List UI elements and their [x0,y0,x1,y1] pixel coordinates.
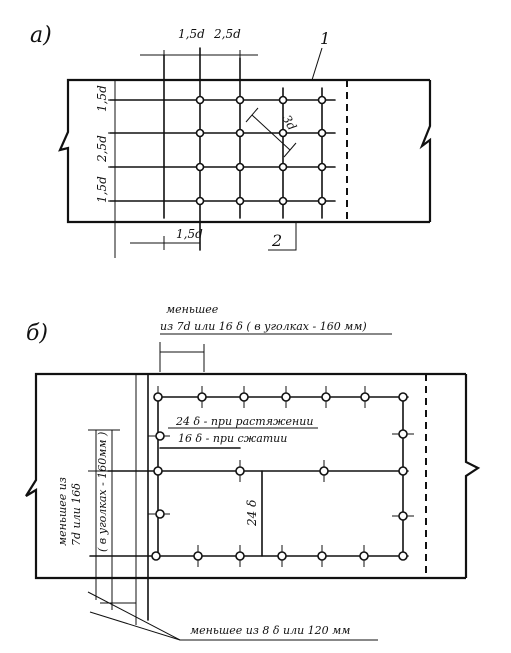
figure-b-left-dimension: меньшее из 7d или 16δ ( в уголках - 160м… [56,429,136,610]
callout-2: 2 [271,231,282,250]
bolt-hole [151,551,161,561]
compression-note: 16 δ - при сжатии [178,432,287,445]
bolt-hole [277,551,287,561]
bottom-leader [89,611,181,641]
tension-note: 24 δ - при растяжении [175,415,313,428]
figure-a-label: а) [30,23,52,48]
bolt-hole [317,551,327,561]
figure-b-bolts [151,392,408,561]
bolt-hole [235,162,245,172]
figure-a-left-plate [58,78,430,224]
callout-1-leader [311,47,323,81]
bolt-hole [239,392,249,402]
left-note-line-1: меньшее из [56,477,69,546]
bolt-hole [155,509,165,519]
bolt-hole [398,429,408,439]
bolt-hole [360,392,370,402]
bolt-hole [319,466,329,476]
callout-2-leader [268,222,297,251]
bolt-hole [193,551,203,561]
dim-left-1-5d-top: 1,5d [95,85,109,112]
bolt-hole [317,95,327,105]
dim-bottom-1-5d: 1,5d [176,227,203,241]
bolt-hole [195,196,205,206]
bolt-hole [278,162,288,172]
bolt-hole [359,551,369,561]
dim-top-2-5d: 2,5d [213,27,241,41]
figure-a-bottom-dimension: 1,5d [130,227,203,250]
bolt-hole [278,128,288,138]
figure-b-bottom-leaders: меньшее из 8 δ или 120 мм [87,591,378,641]
dim-diagonal-3d: 3d [279,113,299,134]
bolt-hole [317,196,327,206]
figure-a-left-dimension: 1,5d 2,5d 1,5d [95,80,122,258]
bolt-hole [398,551,408,561]
dim-left-2-5d: 2,5d [95,135,109,163]
bolt-hole [398,392,408,402]
bolt-hole [153,392,163,402]
figure-b-bolt-ticks [148,386,414,567]
figure-a-callouts: 1 2 [268,29,330,251]
figure-a-diagonal-dimension: 3d [245,107,299,158]
top-note-line-1: меньшее [166,303,219,316]
bottom-note: меньшее из 8 δ или 120 мм [190,624,350,637]
figure-a-top-dimension: 1,5d 2,5d [140,27,258,60]
bolt-hole [281,392,291,402]
figure-a-bolts [195,95,327,206]
bolt-hole [235,128,245,138]
bolt-hole [398,511,408,521]
top-note-line-2: из 7d или 16 δ ( в уголках - 160 мм) [160,320,367,333]
figure-b-label: б) [26,321,48,346]
bolt-hole [195,162,205,172]
bolt-hole [278,95,288,105]
left-note-line-3: ( в уголках - 160мм ) [96,432,109,552]
bolt-hole [235,196,245,206]
left-note-line-2: 7d или 16δ [70,483,83,546]
bolt-hole [235,95,245,105]
figure-b-right-break [464,374,481,578]
bolt-hole [321,392,331,402]
bolt-hole [398,466,408,476]
figure-a-bolt-rows [109,99,336,202]
callout-1: 1 [320,29,330,48]
bolt-hole [235,466,245,476]
dimension-tick [283,142,297,158]
bolt-hole [153,466,163,476]
figure-a-bolt-columns [163,47,323,251]
bolt-hole [195,128,205,138]
figure-b: б) меньшее из 7d или 16 δ ( в уголках - … [25,303,481,641]
figure-a: а) [30,23,432,258]
dim-top-1-5d: 1,5d [178,27,205,41]
figure-a-right-break [419,80,432,222]
figure-b-left-plate [25,372,466,580]
bolt-hole [195,95,205,105]
dimension-line [251,114,291,151]
bolt-hole [235,551,245,561]
dim-left-1-5d-bottom: 1,5d [95,176,109,203]
bolt-hole [317,162,327,172]
bolt-hole [155,431,165,441]
bolt-hole [317,128,327,138]
bolt-hole [197,392,207,402]
vertical-24-delta: 24 δ [245,500,259,527]
bolt-hole [278,196,288,206]
dimension-tick [245,107,259,123]
